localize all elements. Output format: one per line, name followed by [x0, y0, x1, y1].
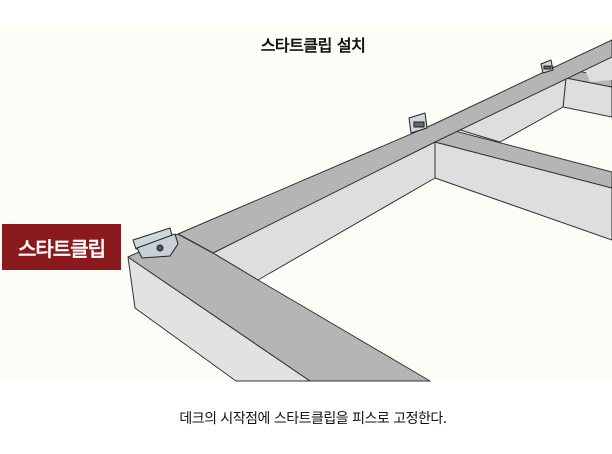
- clip-icon: [540, 59, 554, 74]
- diagram-title: 스타트클립 설치: [260, 36, 366, 55]
- start-clip-icon: [132, 227, 179, 259]
- clip-icon: [408, 112, 428, 134]
- long-beam-top: [177, 39, 612, 254]
- diagram-caption: 데크의 시작점에 스타트클립을 피스로 고정한다.: [179, 411, 447, 427]
- start-clip-callout-label: 스타트클립: [2, 224, 121, 270]
- long-beam-inner-face-end: [585, 57, 612, 82]
